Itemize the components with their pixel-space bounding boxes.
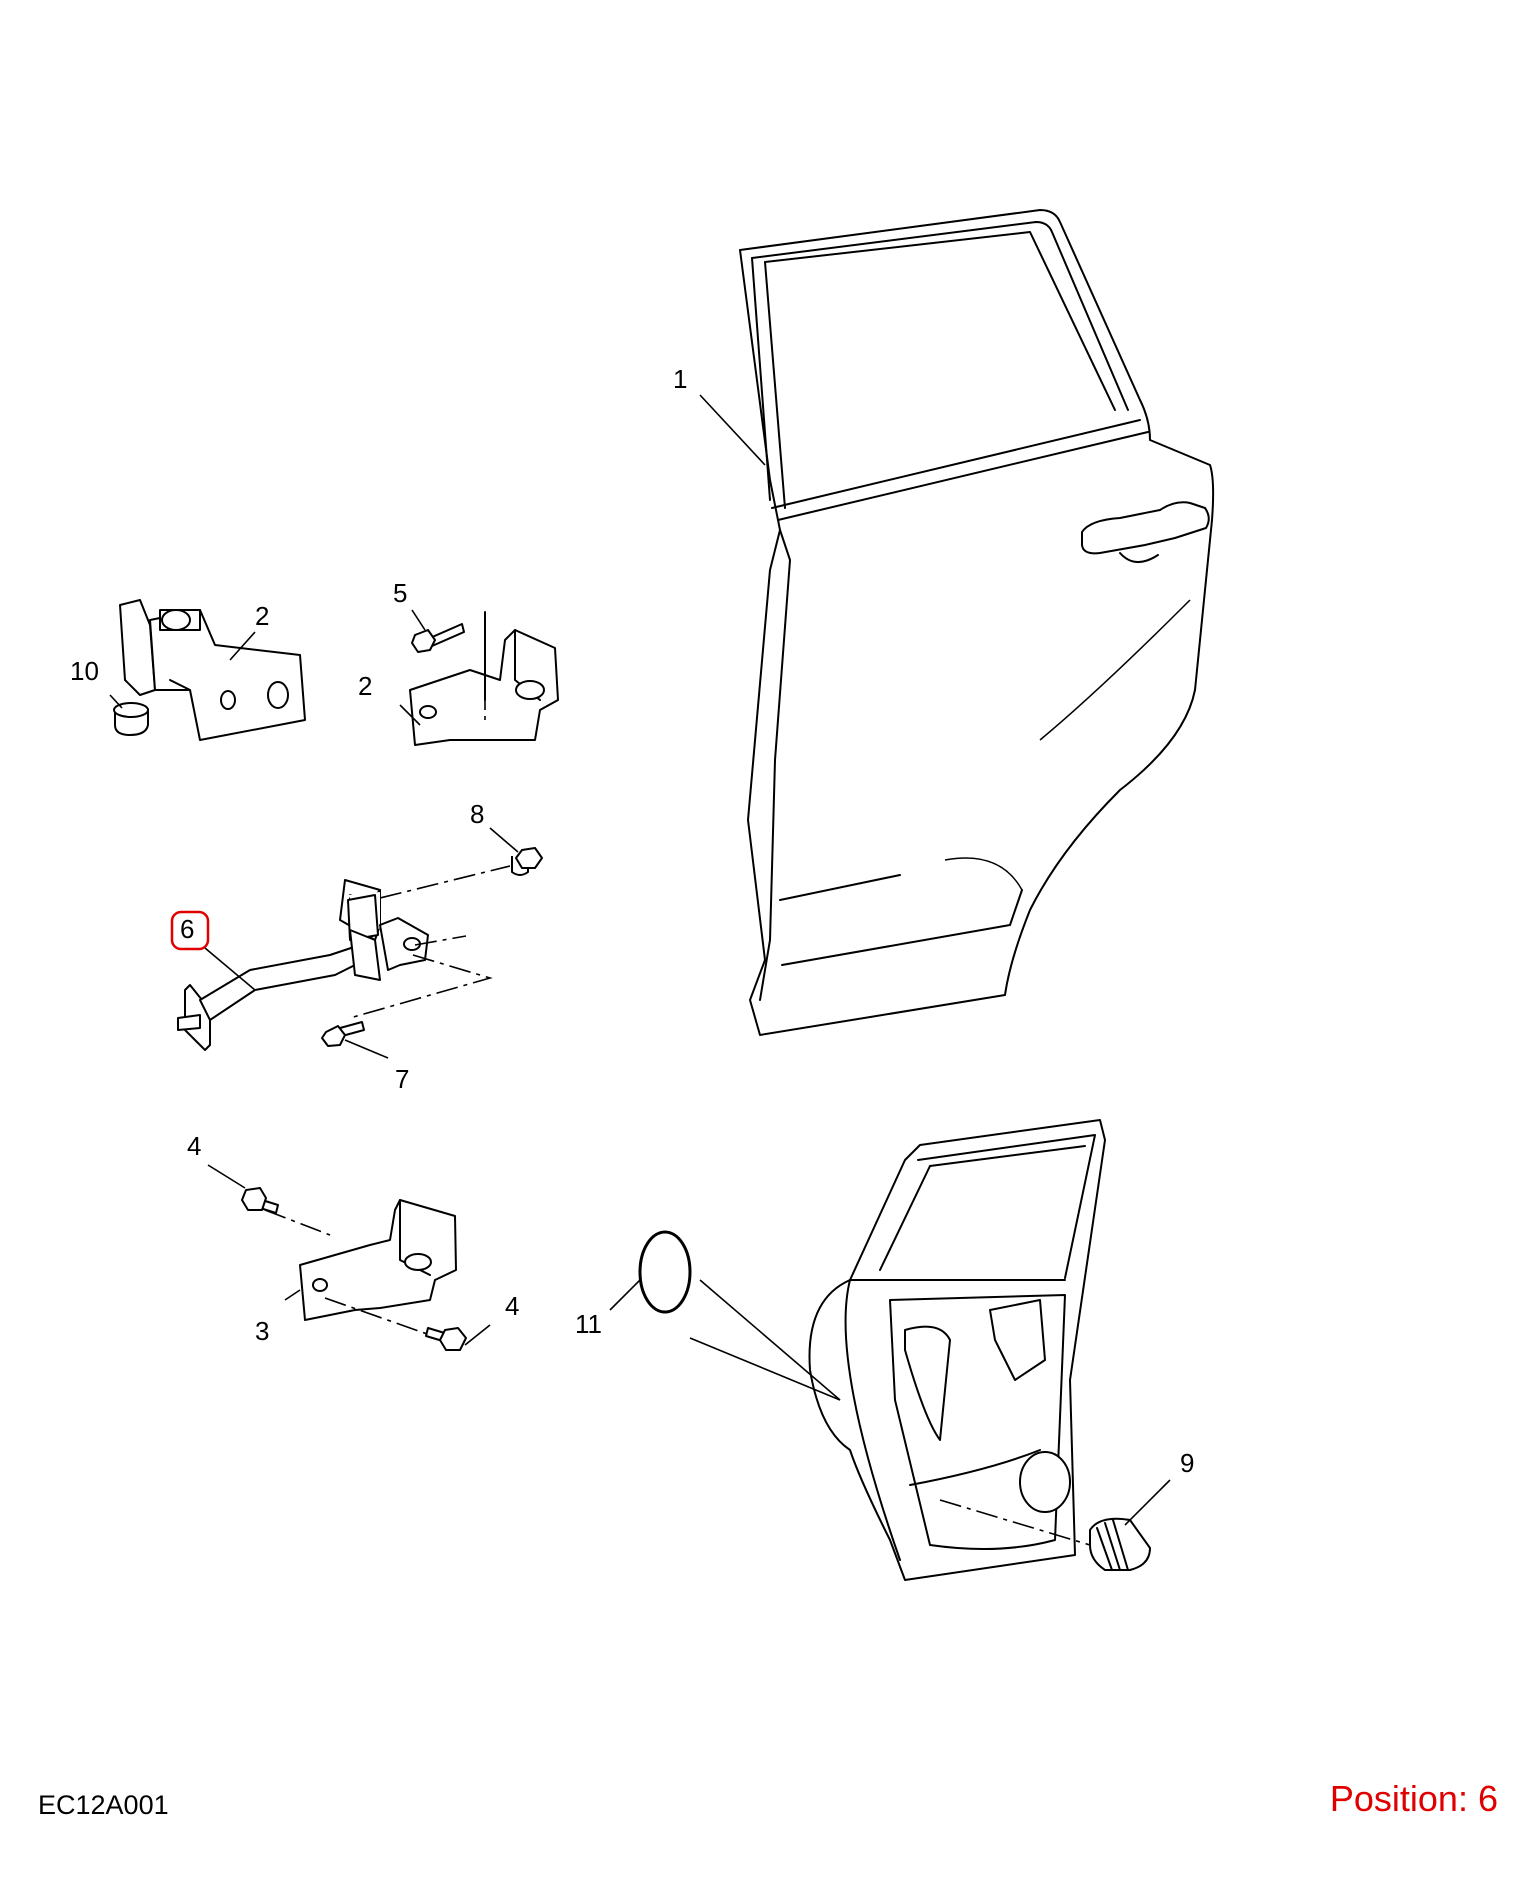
callout-5[interactable]: 5 xyxy=(393,578,407,608)
leader-lines xyxy=(109,394,1171,1526)
door-plug[interactable] xyxy=(1089,1517,1151,1571)
alignment-lines xyxy=(264,612,1091,1546)
rear-door-inner[interactable] xyxy=(808,1119,1106,1581)
callout-4-upper[interactable]: 4 xyxy=(187,1131,201,1161)
callout-6-highlight xyxy=(170,910,210,951)
door-check-strap[interactable] xyxy=(177,879,429,1051)
drawing-code: EC12A001 xyxy=(38,1790,169,1820)
callout-11[interactable]: 11 xyxy=(575,1309,602,1339)
check-strap-mount-bolt[interactable] xyxy=(321,1021,365,1047)
callout-2-upper-right[interactable]: 2 xyxy=(358,671,372,701)
callout-4-lower[interactable]: 4 xyxy=(505,1291,519,1321)
seal-ring[interactable] xyxy=(638,1230,692,1314)
door-hinge-lower[interactable] xyxy=(409,611,559,746)
hinge-bolt[interactable] xyxy=(411,623,465,653)
check-strap-bolt[interactable] xyxy=(511,847,543,876)
position-prefix: Position: xyxy=(1329,1778,1468,1819)
callout-8[interactable]: 8 xyxy=(470,799,484,829)
callout-1[interactable]: 1 xyxy=(673,364,687,394)
position-label: Position: 6 xyxy=(1330,1778,1498,1820)
callouts: 1 2 10 5 2 8 6 7 4 3 4 11 9 xyxy=(70,364,1194,1478)
callout-3[interactable]: 3 xyxy=(255,1316,269,1346)
hinge-bottom-bolt-upper[interactable] xyxy=(241,1187,279,1214)
rear-door-outer[interactable] xyxy=(739,209,1215,1036)
callout-2-upper-left[interactable]: 2 xyxy=(255,601,269,631)
hinge-bottom-bolt-lower[interactable] xyxy=(425,1327,467,1351)
door-hinge-bottom[interactable] xyxy=(299,1199,457,1321)
position-value: 6 xyxy=(1477,1778,1498,1819)
hinge-cap[interactable] xyxy=(113,702,149,736)
door-hinge-upper[interactable] xyxy=(119,599,306,741)
callout-6[interactable]: 6 xyxy=(180,914,194,944)
callout-9[interactable]: 9 xyxy=(1180,1448,1194,1478)
callout-10[interactable]: 10 xyxy=(70,656,99,686)
callout-7[interactable]: 7 xyxy=(395,1064,409,1094)
